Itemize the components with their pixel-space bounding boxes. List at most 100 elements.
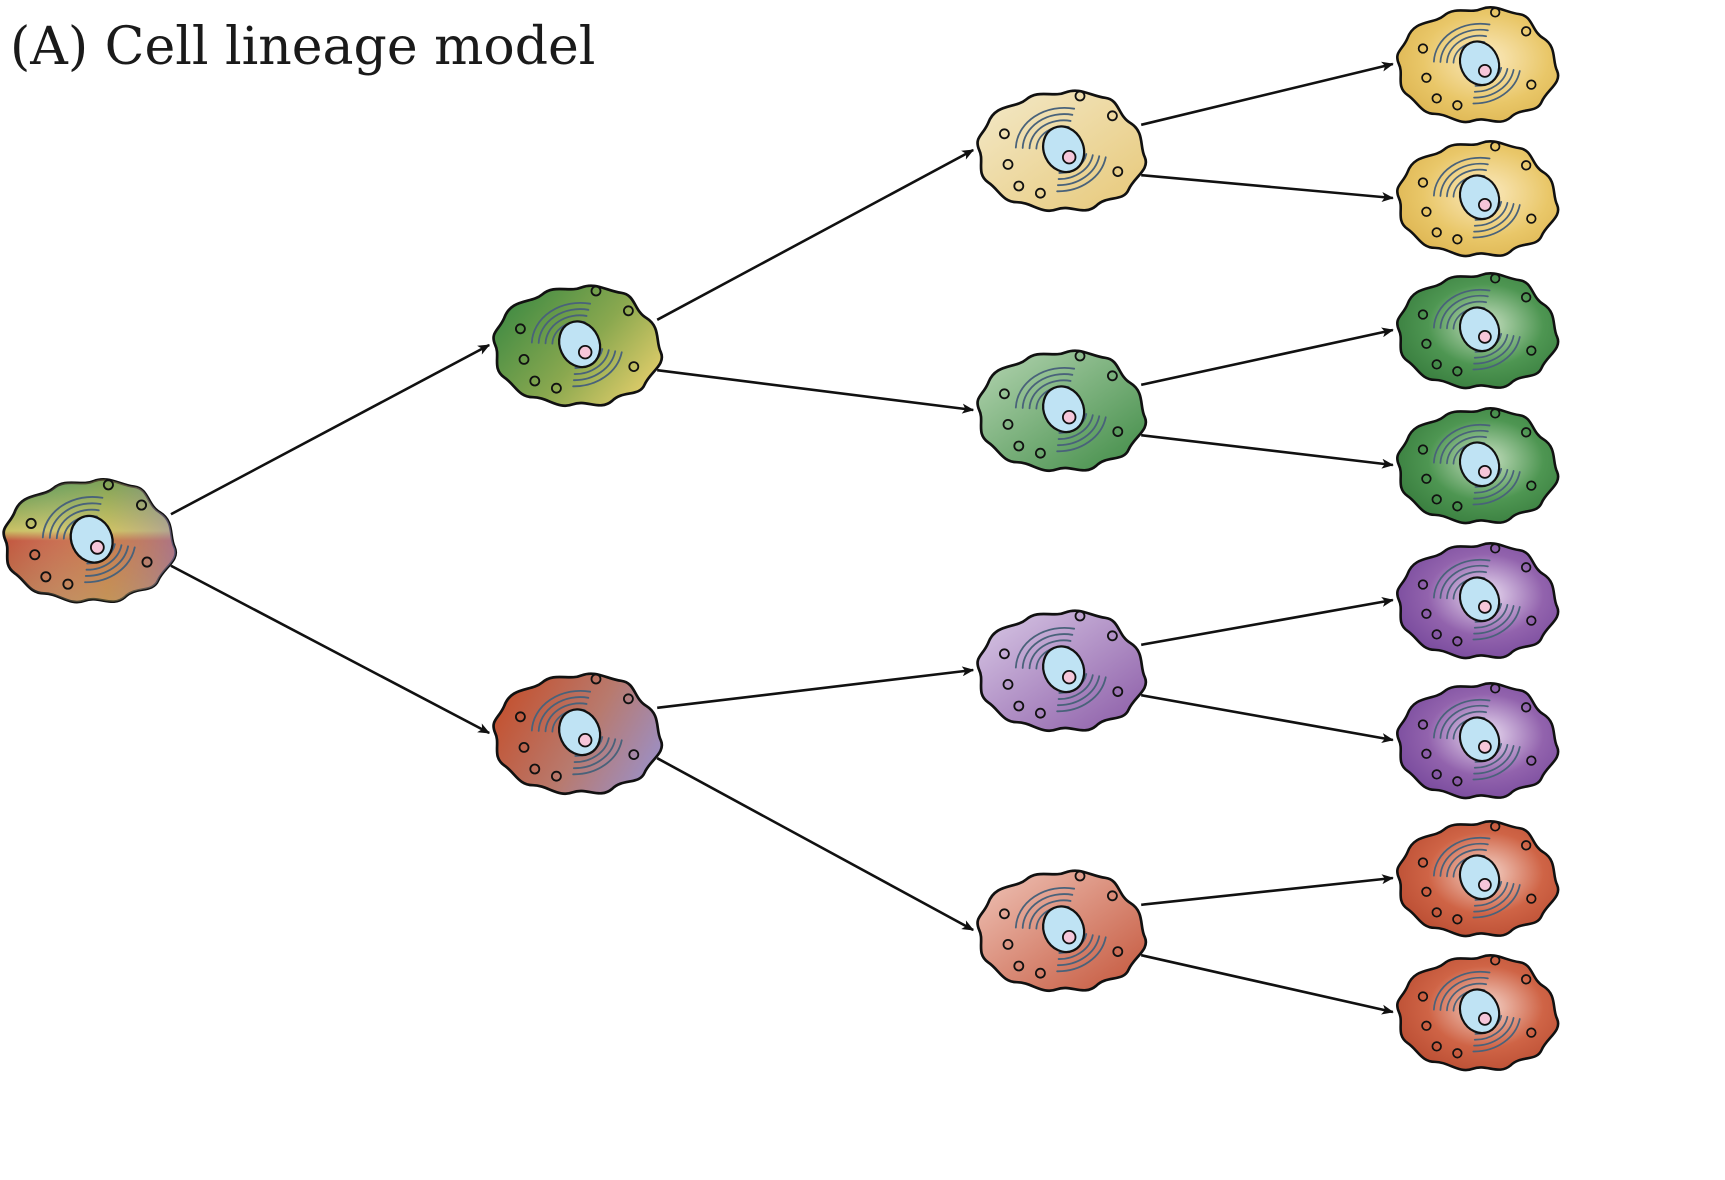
vesicle xyxy=(1034,447,1046,459)
cell-g3d xyxy=(1395,407,1560,525)
vesicle xyxy=(1421,748,1432,759)
vesicle xyxy=(1034,707,1046,719)
vesicle xyxy=(1112,946,1124,958)
nucleolus xyxy=(1062,670,1077,685)
cell-g3b xyxy=(1395,140,1560,258)
cell-g1a xyxy=(492,284,664,408)
arrow-g2d-to-g3h xyxy=(1140,953,1394,1015)
vesicle xyxy=(1490,821,1501,832)
arrow-g2d-to-g3g xyxy=(1141,874,1394,907)
vesicle xyxy=(1417,857,1429,868)
vesicle xyxy=(1526,345,1537,356)
nucleolus xyxy=(1478,600,1492,614)
arrow-g1a-to-g2a xyxy=(656,148,975,321)
nucleolus xyxy=(1478,740,1492,754)
cell-g1b xyxy=(492,672,664,796)
arrow-g2c-to-g3e xyxy=(1140,597,1394,647)
cell-g2a xyxy=(976,89,1148,213)
vesicle xyxy=(1521,974,1532,985)
vesicle xyxy=(998,908,1010,920)
vesicle xyxy=(1526,615,1537,626)
arrow-root-to-g1a xyxy=(170,343,491,516)
arrow-g2b-to-g3d xyxy=(1141,433,1394,469)
vesicle xyxy=(1417,444,1429,455)
vesicle xyxy=(1521,160,1532,171)
vesicle xyxy=(1431,907,1442,918)
vesicle xyxy=(1417,719,1429,730)
nucleolus xyxy=(1478,64,1492,78)
arrow-g2c-to-g3f xyxy=(1140,693,1394,743)
vesicle xyxy=(1002,159,1014,170)
vesicle xyxy=(1112,166,1124,178)
vesicle xyxy=(1107,370,1118,382)
vesicle xyxy=(136,499,148,511)
vesicle xyxy=(590,673,602,685)
nucleolus xyxy=(1478,465,1492,479)
vesicle xyxy=(141,556,153,568)
vesicle xyxy=(1526,893,1537,904)
vesicle xyxy=(1526,213,1537,224)
vesicle xyxy=(1521,562,1532,573)
vesicle xyxy=(1521,26,1532,37)
vesicle xyxy=(1034,967,1046,979)
vesicle xyxy=(628,361,640,373)
nucleolus xyxy=(90,540,105,555)
vesicle xyxy=(1452,100,1463,111)
vesicle xyxy=(998,388,1010,400)
vesicle xyxy=(40,571,52,583)
vesicle xyxy=(1490,273,1501,284)
vesicle xyxy=(1452,776,1463,787)
vesicle xyxy=(518,742,530,753)
vesicle xyxy=(518,354,530,365)
arrow-g2a-to-g3b xyxy=(1141,173,1394,202)
cell-g3h xyxy=(1395,954,1560,1072)
vesicle xyxy=(1417,309,1429,320)
nucleolus xyxy=(1478,330,1492,344)
arrow-g2b-to-g3c xyxy=(1140,327,1394,387)
vesicle xyxy=(1431,227,1442,238)
vesicle xyxy=(1521,292,1532,303)
vesicle xyxy=(1526,79,1537,90)
cell-g2b xyxy=(976,349,1148,473)
vesicle xyxy=(1074,870,1086,882)
vesicle xyxy=(1452,636,1463,647)
vesicle xyxy=(1431,494,1442,505)
vesicle xyxy=(550,382,562,394)
vesicle xyxy=(1452,234,1463,245)
vesicle xyxy=(1452,914,1463,925)
arrows-layer xyxy=(170,61,1394,1015)
vesicle xyxy=(550,770,562,782)
vesicle xyxy=(1002,419,1014,430)
vesicle xyxy=(1421,608,1432,619)
cell-g3a xyxy=(1395,6,1560,124)
vesicle xyxy=(1490,955,1501,966)
vesicle xyxy=(1013,180,1025,192)
vesicle xyxy=(1421,206,1432,217)
vesicle xyxy=(514,323,526,335)
vesicle xyxy=(1112,686,1124,698)
cell-root xyxy=(2,477,178,604)
vesicle xyxy=(1417,43,1429,54)
vesicle xyxy=(1490,683,1501,694)
vesicle xyxy=(1490,543,1501,554)
er-membranes xyxy=(1433,970,1521,1053)
vesicle xyxy=(1107,890,1118,902)
vesicle xyxy=(1421,473,1432,484)
figure-title: (A) Cell lineage model xyxy=(10,17,595,77)
vesicle xyxy=(1002,679,1014,690)
vesicle xyxy=(1490,408,1501,419)
cell-g3c xyxy=(1395,272,1560,390)
vesicle xyxy=(1526,480,1537,491)
vesicle xyxy=(1074,90,1086,102)
arrow-g1a-to-g2b xyxy=(657,368,975,414)
vesicle xyxy=(1421,338,1432,349)
vesicle xyxy=(1421,886,1432,897)
vesicle xyxy=(623,693,634,705)
nucleolus xyxy=(1062,150,1077,165)
nucleolus xyxy=(1062,930,1077,945)
vesicle xyxy=(1452,366,1463,377)
vesicle xyxy=(62,578,74,590)
vesicle xyxy=(1013,700,1025,712)
vesicle xyxy=(628,749,640,761)
